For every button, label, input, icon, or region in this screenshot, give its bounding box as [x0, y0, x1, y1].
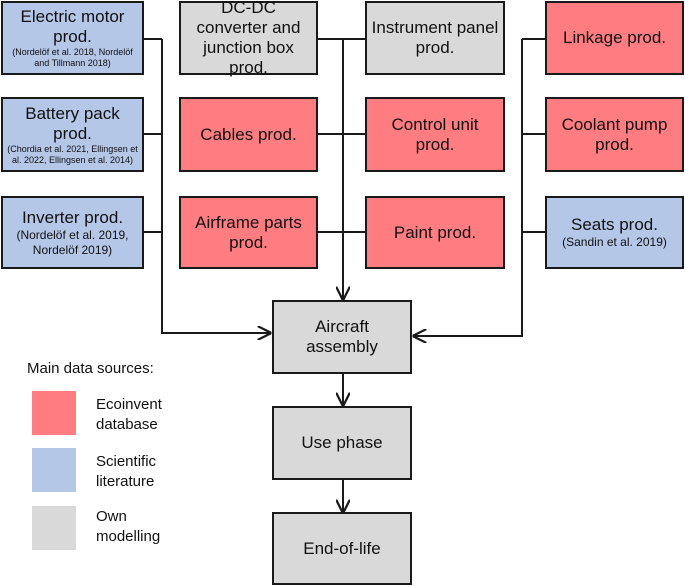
node-title: Instrument panel prod. — [371, 18, 499, 57]
aircraft-assembly-node: Aircraft assembly — [272, 300, 412, 374]
legend-swatch-own-modelling — [32, 506, 76, 550]
coolant-pump-node: Coolant pump prod. — [545, 97, 684, 172]
node-reference: (Chordia et al. 2021, Ellingsen et al. 2… — [7, 143, 138, 165]
seats-node: Seats prod. (Sandin et al. 2019) — [545, 196, 684, 269]
node-title: Linkage prod. — [562, 28, 667, 47]
node-title: Paint prod. — [393, 222, 477, 242]
legend-swatch-ecoinvent — [32, 391, 76, 435]
legend-title: Main data sources: — [27, 360, 154, 377]
cables-node: Cables prod. — [179, 97, 318, 172]
battery-pack-node: Battery pack prod. (Chordia et al. 2021,… — [1, 97, 144, 172]
legend-swatch-literature — [32, 448, 76, 492]
paint-node: Paint prod. — [365, 196, 505, 269]
node-title: Battery pack prod. — [25, 103, 120, 143]
control-unit-node: Control unit prod. — [365, 97, 505, 172]
node-reference: (Nordelöf et al. 2019, Nordelöf 2019) — [16, 227, 129, 257]
node-reference: (Nordelöf et al. 2018, Nordelöf and Till… — [12, 47, 133, 68]
inverter-node: Inverter prod. (Nordelöf et al. 2019, No… — [1, 196, 144, 269]
node-title: End-of-life — [303, 538, 381, 558]
instrument-panel-node: Instrument panel prod. — [365, 1, 505, 75]
node-title: Electric motor prod. — [20, 7, 125, 46]
arrow-left-bus — [161, 39, 270, 333]
legend-label-ecoinvent: Ecoinvent database — [96, 396, 162, 433]
node-title: Control unit prod. — [391, 114, 479, 154]
dcdc-converter-node: DC-DC converter and junction box prod. — [179, 0, 318, 77]
node-title: Airframe parts prod. — [195, 212, 302, 252]
legend-label-own-modelling: Own modelling — [96, 508, 161, 545]
node-title: DC-DC converter and junction box prod. — [196, 0, 301, 77]
use-phase-node: Use phase — [272, 406, 412, 480]
airframe-parts-node: Airframe parts prod. — [179, 196, 318, 269]
legend-label-literature: Scientific literature — [96, 453, 157, 490]
node-title: Coolant pump prod. — [561, 114, 668, 154]
node-title: Inverter prod. — [21, 207, 124, 227]
node-title: Cables prod. — [200, 124, 297, 144]
node-title: Seats prod. — [571, 215, 658, 234]
linkage-node: Linkage prod. — [545, 1, 684, 75]
electric-motor-node: Electric motor prod. (Nordelöf et al. 20… — [1, 1, 144, 75]
node-reference: (Sandin et al. 2019) — [562, 235, 667, 249]
node-title: Use phase — [301, 433, 383, 452]
node-title: Aircraft assembly — [306, 317, 378, 356]
arrow-right-bus — [414, 39, 523, 336]
end-of-life-node: End-of-life — [272, 512, 412, 585]
